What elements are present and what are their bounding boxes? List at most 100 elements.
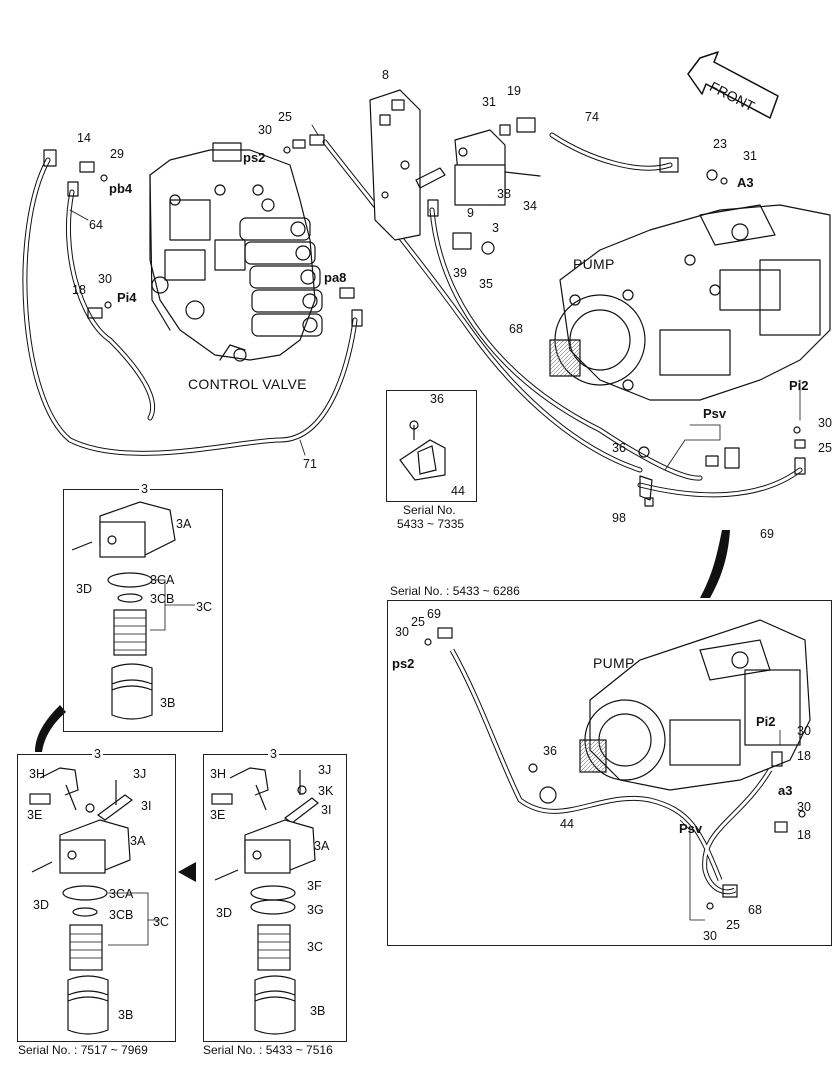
part-71: 71 [303, 457, 317, 471]
part-36b: 36 [612, 441, 626, 455]
filter-3-mid-drawing [211, 767, 319, 1035]
control-valve-title: CONTROL VALVE [188, 376, 307, 392]
filter-top-3cb: 3CB [150, 592, 175, 606]
front-arrow [687, 51, 779, 119]
part-23: 23 [713, 137, 727, 151]
leaders-main [69, 124, 801, 471]
inset-part-18a: 18 [797, 749, 811, 763]
port-psv: Psv [703, 406, 727, 421]
filter-mid-3i: 3I [321, 803, 332, 817]
filter-mid-3e: 3E [210, 808, 226, 822]
inset-part-44: 44 [560, 817, 574, 831]
serial-small-line2: 5433 ~ 7335 [397, 517, 465, 531]
part-36: 36 [430, 392, 444, 406]
filter-left-3e: 3E [27, 808, 43, 822]
filter-left-3a: 3A [130, 834, 146, 848]
port-pi2: Pi2 [789, 378, 809, 393]
filter-top-3c: 3C [196, 600, 212, 614]
part-35: 35 [479, 277, 493, 291]
serial-left-caption: Serial No. : 7517 ~ 7969 [18, 1043, 148, 1057]
filter-left-3cb: 3CB [109, 908, 134, 922]
bracket-filter-drawing [369, 89, 541, 255]
port-a3-inset: a3 [778, 783, 793, 798]
port-ps2-inset: ps2 [392, 656, 415, 671]
part-31b: 31 [743, 149, 757, 163]
serial-big-caption: Serial No. : 5433 ~ 6286 [390, 584, 520, 598]
fittings [43, 134, 806, 507]
port-psv-inset: Psv [679, 821, 703, 836]
filter-left-3b: 3B [118, 1008, 134, 1022]
inset-part-30c: 30 [797, 800, 811, 814]
part-31: 31 [482, 95, 496, 109]
part-38: 38 [497, 187, 511, 201]
port-pa8: pa8 [324, 270, 347, 285]
filter-3-top-drawing [71, 501, 195, 720]
part-29: 29 [110, 147, 124, 161]
filter-mid-3d: 3D [216, 906, 232, 920]
panel-serial-5433-7335 [386, 390, 477, 502]
filter-top-header: 3 [139, 482, 150, 496]
filter-left-3ca: 3CA [109, 887, 134, 901]
flow-arrows [35, 530, 730, 882]
inset-part-30b: 30 [797, 724, 811, 738]
inset-part-18b: 18 [797, 828, 811, 842]
part-25: 25 [278, 110, 292, 124]
part-18: 18 [72, 283, 86, 297]
pump-inset-title: PUMP [593, 655, 635, 671]
serial-small-line1: Serial No. [403, 503, 456, 517]
filter-mid-3f: 3F [307, 879, 322, 893]
inset-part-25b: 25 [726, 918, 740, 932]
inset-part-36: 36 [543, 744, 557, 758]
part-19: 19 [507, 84, 521, 98]
filter-top-3d: 3D [76, 582, 92, 596]
part-98: 98 [612, 511, 626, 525]
filter-mid-3b: 3B [310, 1004, 326, 1018]
panel-serial-5433-6286 [387, 600, 832, 946]
pump-drawing [549, 204, 831, 401]
filter-top-3ca: 3CA [150, 573, 175, 587]
part-3: 3 [492, 221, 499, 235]
part-44: 44 [451, 484, 465, 498]
inset-part-30a: 30 [395, 625, 409, 639]
part-30c: 30 [818, 416, 832, 430]
filter-mid-3a: 3A [314, 839, 330, 853]
clamp-36-44-drawing [399, 420, 446, 481]
part-9: 9 [467, 206, 474, 220]
part-69: 69 [760, 527, 774, 541]
inset-part-25a: 25 [411, 615, 425, 629]
filter-mid-3j: 3J [318, 763, 332, 777]
part-64: 64 [89, 218, 103, 232]
part-34: 34 [523, 199, 537, 213]
filter-left-3i: 3I [141, 799, 152, 813]
part-25b: 25 [818, 441, 832, 455]
part-30b: 30 [98, 272, 112, 286]
inset-part-69: 69 [427, 607, 441, 621]
filter-left-3h: 3H [29, 767, 45, 781]
port-pb4: pb4 [109, 181, 133, 196]
port-pi2-inset: Pi2 [756, 714, 776, 729]
serial-mid-caption: Serial No. : 5433 ~ 7516 [203, 1043, 333, 1057]
filter-mid-header: 3 [268, 747, 279, 761]
part-68: 68 [509, 322, 523, 336]
part-30: 30 [258, 123, 272, 137]
filter-top-3a: 3A [176, 517, 192, 531]
part-8: 8 [382, 68, 389, 82]
inset-pump-drawing [424, 619, 811, 921]
part-74: 74 [585, 110, 599, 124]
filter-mid-3k: 3K [318, 784, 334, 798]
inset-part-68: 68 [748, 903, 762, 917]
port-a3: A3 [737, 175, 754, 190]
inset-part-30d: 30 [703, 929, 717, 943]
filter-mid-3h: 3H [210, 767, 226, 781]
filter-mid-3c: 3C [307, 940, 323, 954]
part-14: 14 [77, 131, 91, 145]
pump-title: PUMP [573, 256, 615, 272]
filter-3-left-drawing [29, 767, 160, 1035]
port-ps2: ps2 [243, 150, 266, 165]
filter-left-3j: 3J [133, 767, 147, 781]
control-valve-drawing [149, 142, 323, 362]
filter-top-3b: 3B [160, 696, 176, 710]
filter-left-3c: 3C [153, 915, 169, 929]
